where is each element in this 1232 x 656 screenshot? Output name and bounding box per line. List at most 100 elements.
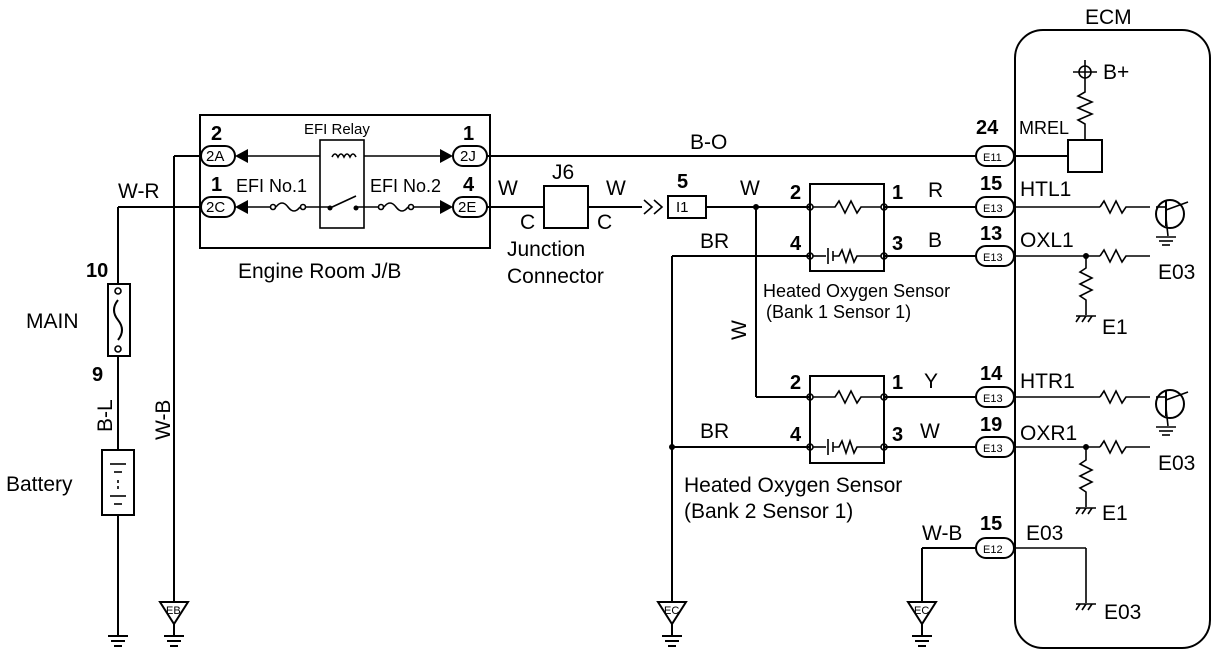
svg-text:BR: BR: [700, 230, 729, 253]
svg-text:W-B: W-B: [152, 400, 175, 440]
svg-text:E13: E13: [983, 252, 1003, 264]
ecm-pin-e03: E03: [1026, 522, 1063, 545]
svg-text:1: 1: [892, 182, 903, 204]
ecm-box: [1014, 29, 1211, 649]
ecm-ground-e1-lower: E1: [1102, 502, 1128, 525]
ecm-connector-e11: [975, 145, 1015, 167]
svg-text:4: 4: [790, 233, 802, 255]
svg-text:2J: 2J: [460, 148, 476, 165]
relay-switch: [329, 195, 357, 209]
jb-pin-4-num: 4: [463, 174, 475, 196]
svg-text:B-O: B-O: [690, 131, 727, 154]
ecm-ground-e03-bottom: E03: [1104, 601, 1141, 624]
ecm-pin-htr1: HTR1: [1020, 370, 1075, 393]
ground-ec-1: [656, 601, 688, 626]
svg-text:E12: E12: [983, 544, 1003, 556]
oxr1-resistor: [1078, 447, 1094, 507]
battery-label: Battery: [6, 473, 73, 496]
svg-text:2: 2: [790, 372, 801, 394]
svg-text:EC: EC: [664, 605, 679, 617]
engine-room-jb-box: [199, 114, 491, 249]
svg-text:19: 19: [980, 414, 1002, 436]
ground-eb: [158, 601, 190, 626]
svg-text:C: C: [597, 211, 612, 234]
sensor2-label-1: Heated Oxygen Sensor: [684, 474, 902, 497]
svg-text:W: W: [728, 320, 751, 340]
svg-text:W: W: [606, 177, 626, 200]
sensor2-heater: [813, 389, 881, 405]
transistor-lower: [1155, 389, 1185, 419]
svg-text:15: 15: [980, 513, 1002, 535]
svg-text:4: 4: [790, 424, 802, 446]
svg-text:E13: E13: [983, 443, 1003, 455]
efi-relay-box: [319, 139, 365, 229]
svg-text:9: 9: [92, 364, 103, 386]
junction-label-2: Connector: [507, 265, 604, 288]
main-label: MAIN: [26, 310, 79, 333]
efi-no2-fuse: [383, 202, 409, 212]
svg-text:E11: E11: [983, 152, 1002, 164]
mrel-driver-box: [1067, 139, 1103, 173]
efi-no1-fuse: [275, 202, 301, 212]
ecm-title: ECM: [1085, 6, 1132, 29]
jb-pin-1r-num: 1: [463, 123, 474, 145]
bplus-resistor: [1075, 84, 1095, 140]
relay-coil: [331, 153, 357, 159]
svg-text:EC: EC: [914, 605, 929, 617]
ecm-pin-oxl1: OXL1: [1020, 229, 1074, 252]
svg-text:W-B: W-B: [922, 522, 962, 545]
sensor2-element: [833, 438, 881, 456]
svg-text:5: 5: [677, 171, 688, 193]
ecm-pin-oxr1: OXR1: [1020, 422, 1077, 445]
sensor2-label-2: (Bank 2 Sensor 1): [684, 500, 853, 523]
svg-text:W-R: W-R: [118, 180, 160, 203]
main-fuse-element: [113, 299, 123, 341]
svg-text:BR: BR: [700, 420, 729, 443]
ecm-pin-mrel: MREL: [1019, 118, 1069, 138]
junction-connector-j6: [543, 185, 589, 229]
svg-text:B-L: B-L: [94, 399, 117, 432]
transistor-upper: [1155, 199, 1185, 229]
sensor2-box: [809, 375, 885, 464]
svg-text:2E: 2E: [458, 199, 476, 216]
svg-text:10: 10: [86, 260, 108, 282]
j6-label: J6: [552, 161, 574, 184]
ecm-pin-htl1: HTL1: [1020, 178, 1071, 201]
ecm-ground-e03-lower: E03: [1158, 452, 1195, 475]
sensor1-heater: [813, 199, 881, 215]
svg-text:W: W: [740, 177, 760, 200]
svg-text:14: 14: [980, 363, 1003, 385]
sensor1-label-1: Heated Oxygen Sensor: [763, 281, 950, 301]
svg-text:3: 3: [892, 424, 903, 446]
jb-pin-1-num: 1: [211, 174, 222, 196]
svg-text:R: R: [928, 179, 943, 202]
svg-text:Y: Y: [924, 370, 938, 393]
bplus-label: B+: [1103, 61, 1129, 84]
svg-text:EB: EB: [166, 605, 181, 617]
svg-text:3: 3: [892, 233, 903, 255]
svg-text:E13: E13: [983, 393, 1003, 405]
svg-text:1: 1: [892, 372, 903, 394]
svg-text:24: 24: [976, 117, 999, 139]
engine-room-jb-label: Engine Room J/B: [238, 260, 401, 283]
svg-text:W: W: [498, 177, 518, 200]
svg-text:2: 2: [790, 182, 801, 204]
svg-text:13: 13: [980, 223, 1002, 245]
sensor1-label-2: (Bank 1 Sensor 1): [766, 302, 911, 322]
ecm-ground-e1-upper: E1: [1102, 316, 1128, 339]
sensor1-box: [809, 183, 885, 272]
ecm-ground-e03-upper: E03: [1158, 261, 1195, 284]
svg-text:2A: 2A: [206, 148, 224, 165]
svg-text:C: C: [520, 211, 535, 234]
svg-text:B: B: [928, 229, 942, 252]
efi-no2-label: EFI No.2: [370, 176, 441, 196]
efi-no1-label: EFI No.1: [236, 176, 307, 196]
svg-text:W: W: [920, 420, 940, 443]
jb-pin-2-num: 2: [211, 123, 222, 145]
ground-ec-2: [906, 601, 938, 626]
svg-text:E13: E13: [983, 203, 1003, 215]
sensor1-element: [833, 247, 881, 265]
efi-relay-label: EFI Relay: [304, 121, 370, 138]
